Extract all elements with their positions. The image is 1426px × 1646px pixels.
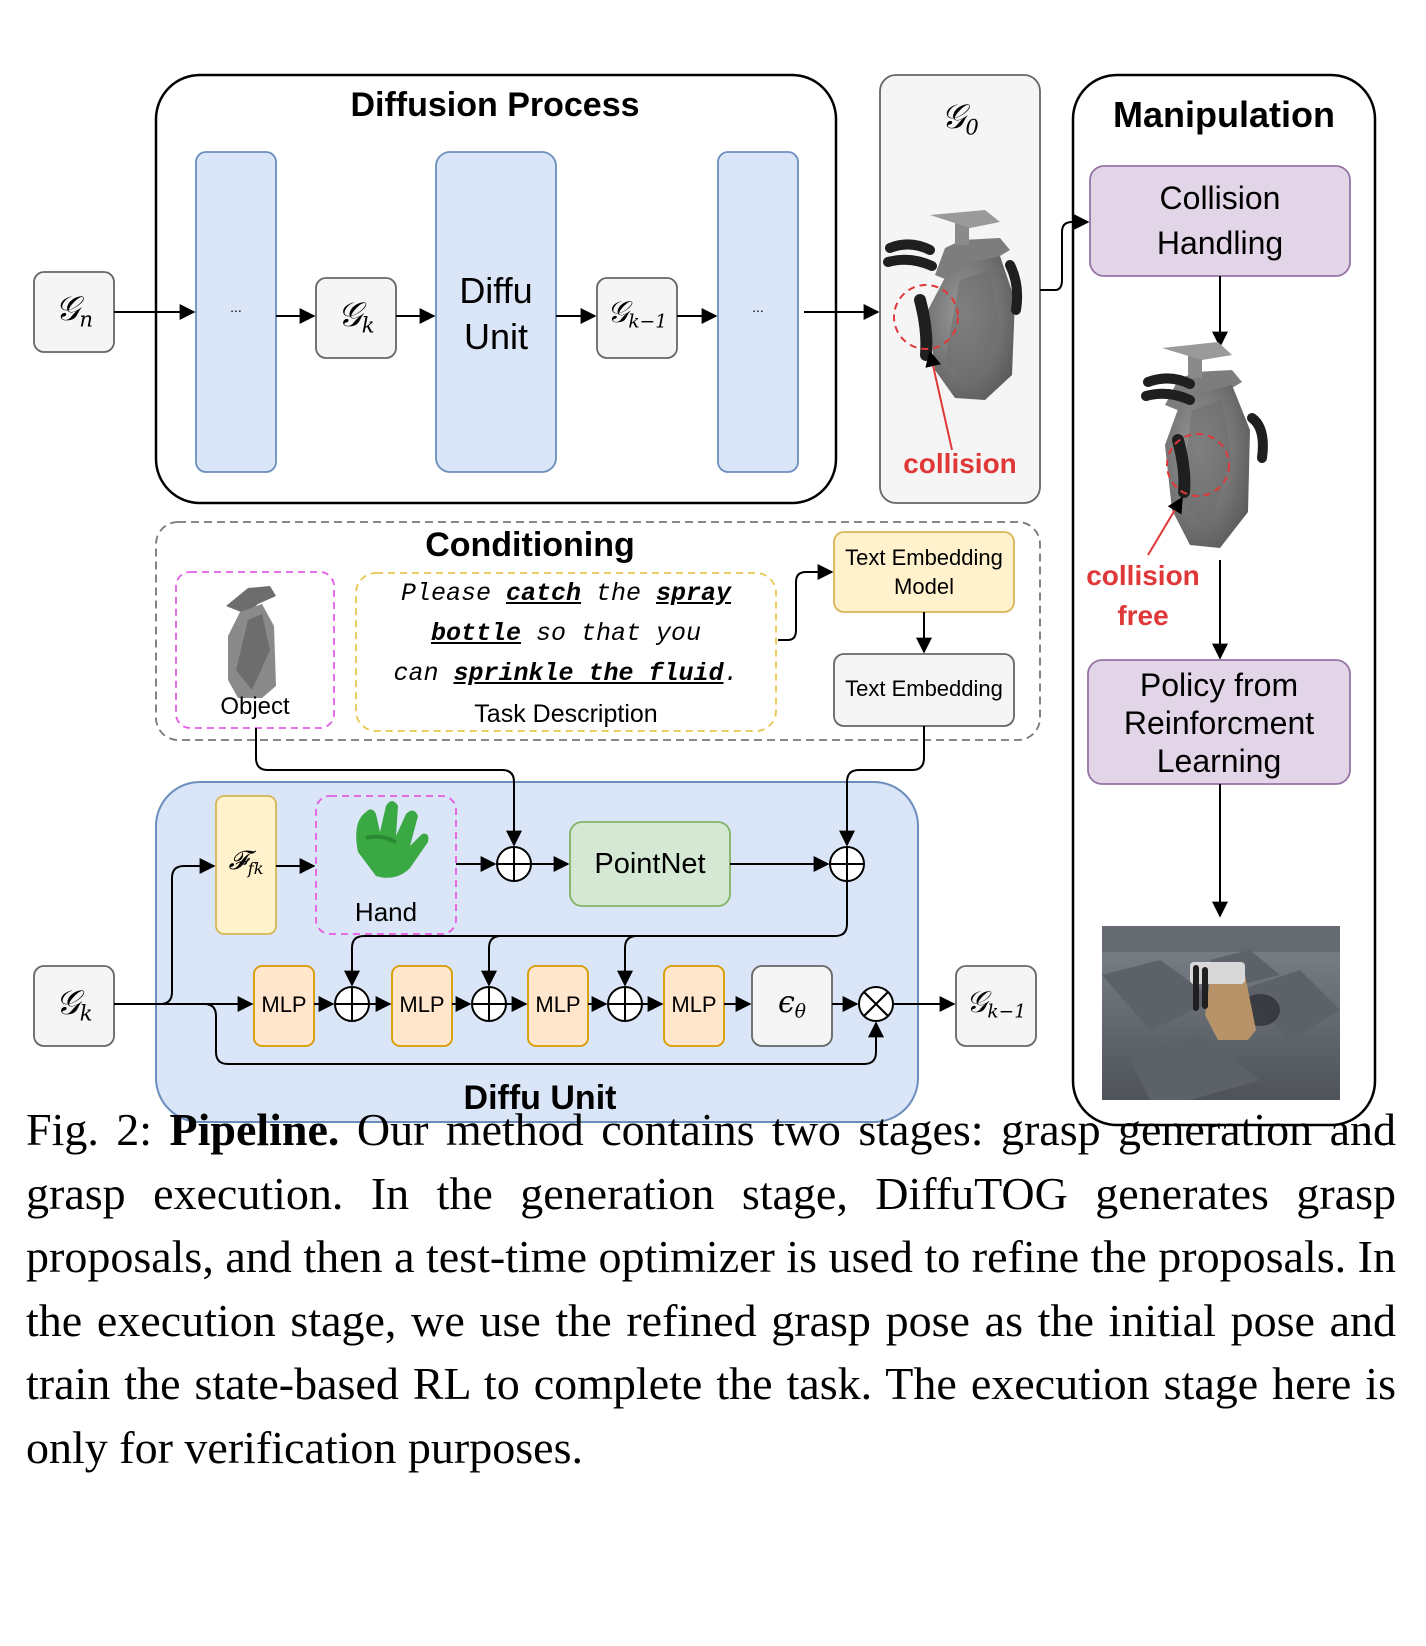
hand-point-cloud: [356, 801, 429, 878]
mlp-box-3: [527, 965, 589, 1047]
pipeline-figure: Diffusion Process 𝒢n ... 𝒢k Diffu Unit 𝒢…: [33, 73, 1377, 1127]
g-k-minus-1-box: [596, 277, 678, 359]
object-label: Object: [220, 693, 290, 720]
task-description-label: Task Description: [474, 700, 658, 728]
arrow-condition-to-sum3: [617, 935, 638, 987]
sum-node-pointnet-in: [496, 846, 532, 882]
figure-caption: Fig. 2: Pipeline. Our method contains tw…: [26, 1098, 1396, 1479]
text-embedding-label: Text Embedding: [845, 676, 1003, 701]
multiply-node: [858, 986, 894, 1022]
g-k-symbol: 𝒢k: [337, 295, 375, 338]
g-k-input-box: [33, 965, 115, 1047]
arrow-object-to-sum: [255, 728, 522, 847]
epsilon-symbol: ϵθ: [777, 985, 806, 1023]
collision-label: collision: [903, 448, 1017, 479]
arrow-gk-to-fk: [159, 858, 216, 1005]
g-k-minus-1-output-box: [955, 965, 1037, 1047]
caption-title: Pipeline.: [169, 1104, 340, 1155]
hand-label: Hand: [354, 897, 418, 927]
diffusion-block-right: [717, 151, 799, 473]
sum-node-embedding: [829, 846, 865, 882]
forward-kinematics-symbol: 𝓕fk: [228, 846, 264, 878]
epsilon-box: [751, 965, 833, 1047]
task-description-box: [355, 572, 777, 732]
task-line-3: can sprinkle the fluid.: [393, 659, 739, 688]
ellipsis-left: ...: [230, 299, 242, 315]
diffusion-block-left: [195, 151, 277, 473]
conditioning-title: Conditioning: [425, 526, 635, 564]
pointnet-label: PointNet: [594, 848, 706, 880]
caption-prefix: Fig. 2:: [26, 1104, 170, 1155]
sum-node-3: [607, 986, 643, 1022]
diffu-unit-block-label: Diffu Unit: [459, 270, 533, 357]
mlp-box-2: [391, 965, 453, 1047]
diffu-unit-title: Diffu Unit: [463, 1079, 617, 1117]
manipulation-panel: [1071, 73, 1377, 1127]
pipeline-diagram: [33, 73, 1377, 1127]
text-embedding-model-label: Text Embedding Model: [845, 545, 1003, 599]
g-k-minus-1-output-symbol: 𝒢k−1: [965, 985, 1027, 1023]
arrow-task-to-model: [778, 564, 834, 641]
arrow-condition-broadcast: [344, 881, 848, 987]
object-point-cloud: [226, 586, 276, 698]
g-k-input-symbol: 𝒢k: [55, 983, 93, 1026]
manipulation-title: Manipulation: [1113, 94, 1335, 135]
g-n-symbol: 𝒢n: [55, 289, 93, 332]
grasp-render-collision: [883, 210, 1023, 451]
mlp-box-4: [663, 965, 725, 1047]
mlp-label-2: MLP: [399, 992, 445, 1017]
ellipsis-right: ...: [752, 299, 764, 315]
sum-node-2: [471, 986, 507, 1022]
collision-free-line2: free: [1117, 600, 1169, 631]
arrow-embedding-to-sum: [839, 726, 925, 847]
arrow-gk-skip-to-multiply: [203, 1003, 884, 1065]
task-line-1: Please catch the spray: [400, 579, 732, 608]
mlp-label-4: MLP: [671, 992, 717, 1017]
task-line-2: bottle so that you: [430, 619, 702, 648]
mlp-label-3: MLP: [535, 992, 581, 1017]
mlp-label-1: MLP: [261, 992, 307, 1017]
caption-text: Our method contains two stages: grasp ge…: [26, 1104, 1396, 1473]
arrow-condition-to-sum2: [481, 935, 502, 987]
mlp-box-1: [253, 965, 315, 1047]
g-k-minus-1-symbol: 𝒢k−1: [606, 295, 668, 333]
diffusion-process-title: Diffusion Process: [350, 86, 640, 124]
collision-handling-label: Collision Handling: [1156, 180, 1284, 261]
sum-node-1: [334, 986, 370, 1022]
g-k-box: [315, 277, 397, 359]
collision-free-line1: collision: [1086, 560, 1200, 591]
g-0-symbol: 𝒢0: [941, 97, 979, 140]
policy-label: Policy from Reinforcment Learning: [1123, 667, 1315, 779]
diffu-unit-block: [435, 151, 557, 473]
arrow-g0-to-collision-handling: [1040, 214, 1090, 291]
simulation-render: [1102, 926, 1340, 1100]
grasp-render-collision-free: [1141, 342, 1268, 556]
